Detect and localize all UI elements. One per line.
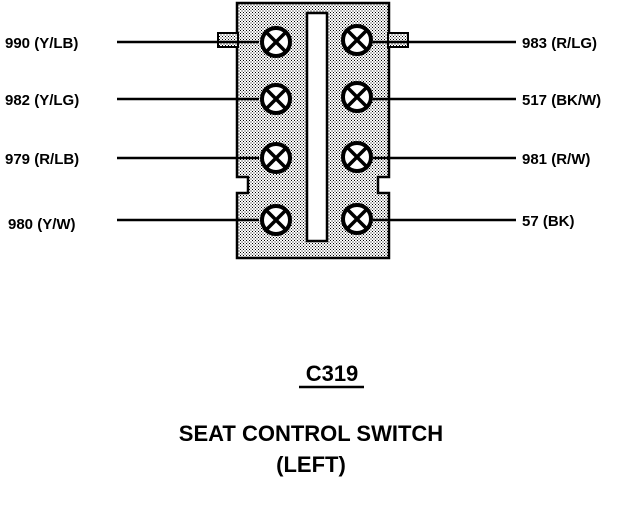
connector-center-rib (305, 11, 329, 243)
pin-label-right-4: 57 (BK) (522, 213, 575, 230)
terminal-right-4-icon (341, 203, 373, 235)
pin-label-right-1: 983 (R/LG) (522, 35, 597, 52)
connector-tab-left (217, 32, 239, 48)
pin-label-left-4: 980 (Y/W) (8, 216, 76, 233)
connector-name-line2: (LEFT) (276, 452, 346, 477)
terminal-left-4-icon (260, 204, 292, 236)
terminal-right-2-icon (341, 81, 373, 113)
terminal-left-3-icon (260, 142, 292, 174)
connector-tab-right (387, 32, 409, 48)
connector-name-line1: SEAT CONTROL SWITCH (179, 421, 443, 446)
terminal-right-1-icon (341, 24, 373, 56)
pin-label-left-3: 979 (R/LB) (5, 151, 79, 168)
connector-id: C319 (306, 361, 359, 386)
pin-label-right-3: 981 (R/W) (522, 151, 590, 168)
terminal-right-3-icon (341, 141, 373, 173)
pin-label-left-1: 990 (Y/LB) (5, 35, 78, 52)
terminal-left-2-icon (260, 83, 292, 115)
pin-label-left-2: 982 (Y/LG) (5, 92, 79, 109)
terminal-left-1-icon (260, 26, 292, 58)
pin-label-right-2: 517 (BK/W) (522, 92, 601, 109)
